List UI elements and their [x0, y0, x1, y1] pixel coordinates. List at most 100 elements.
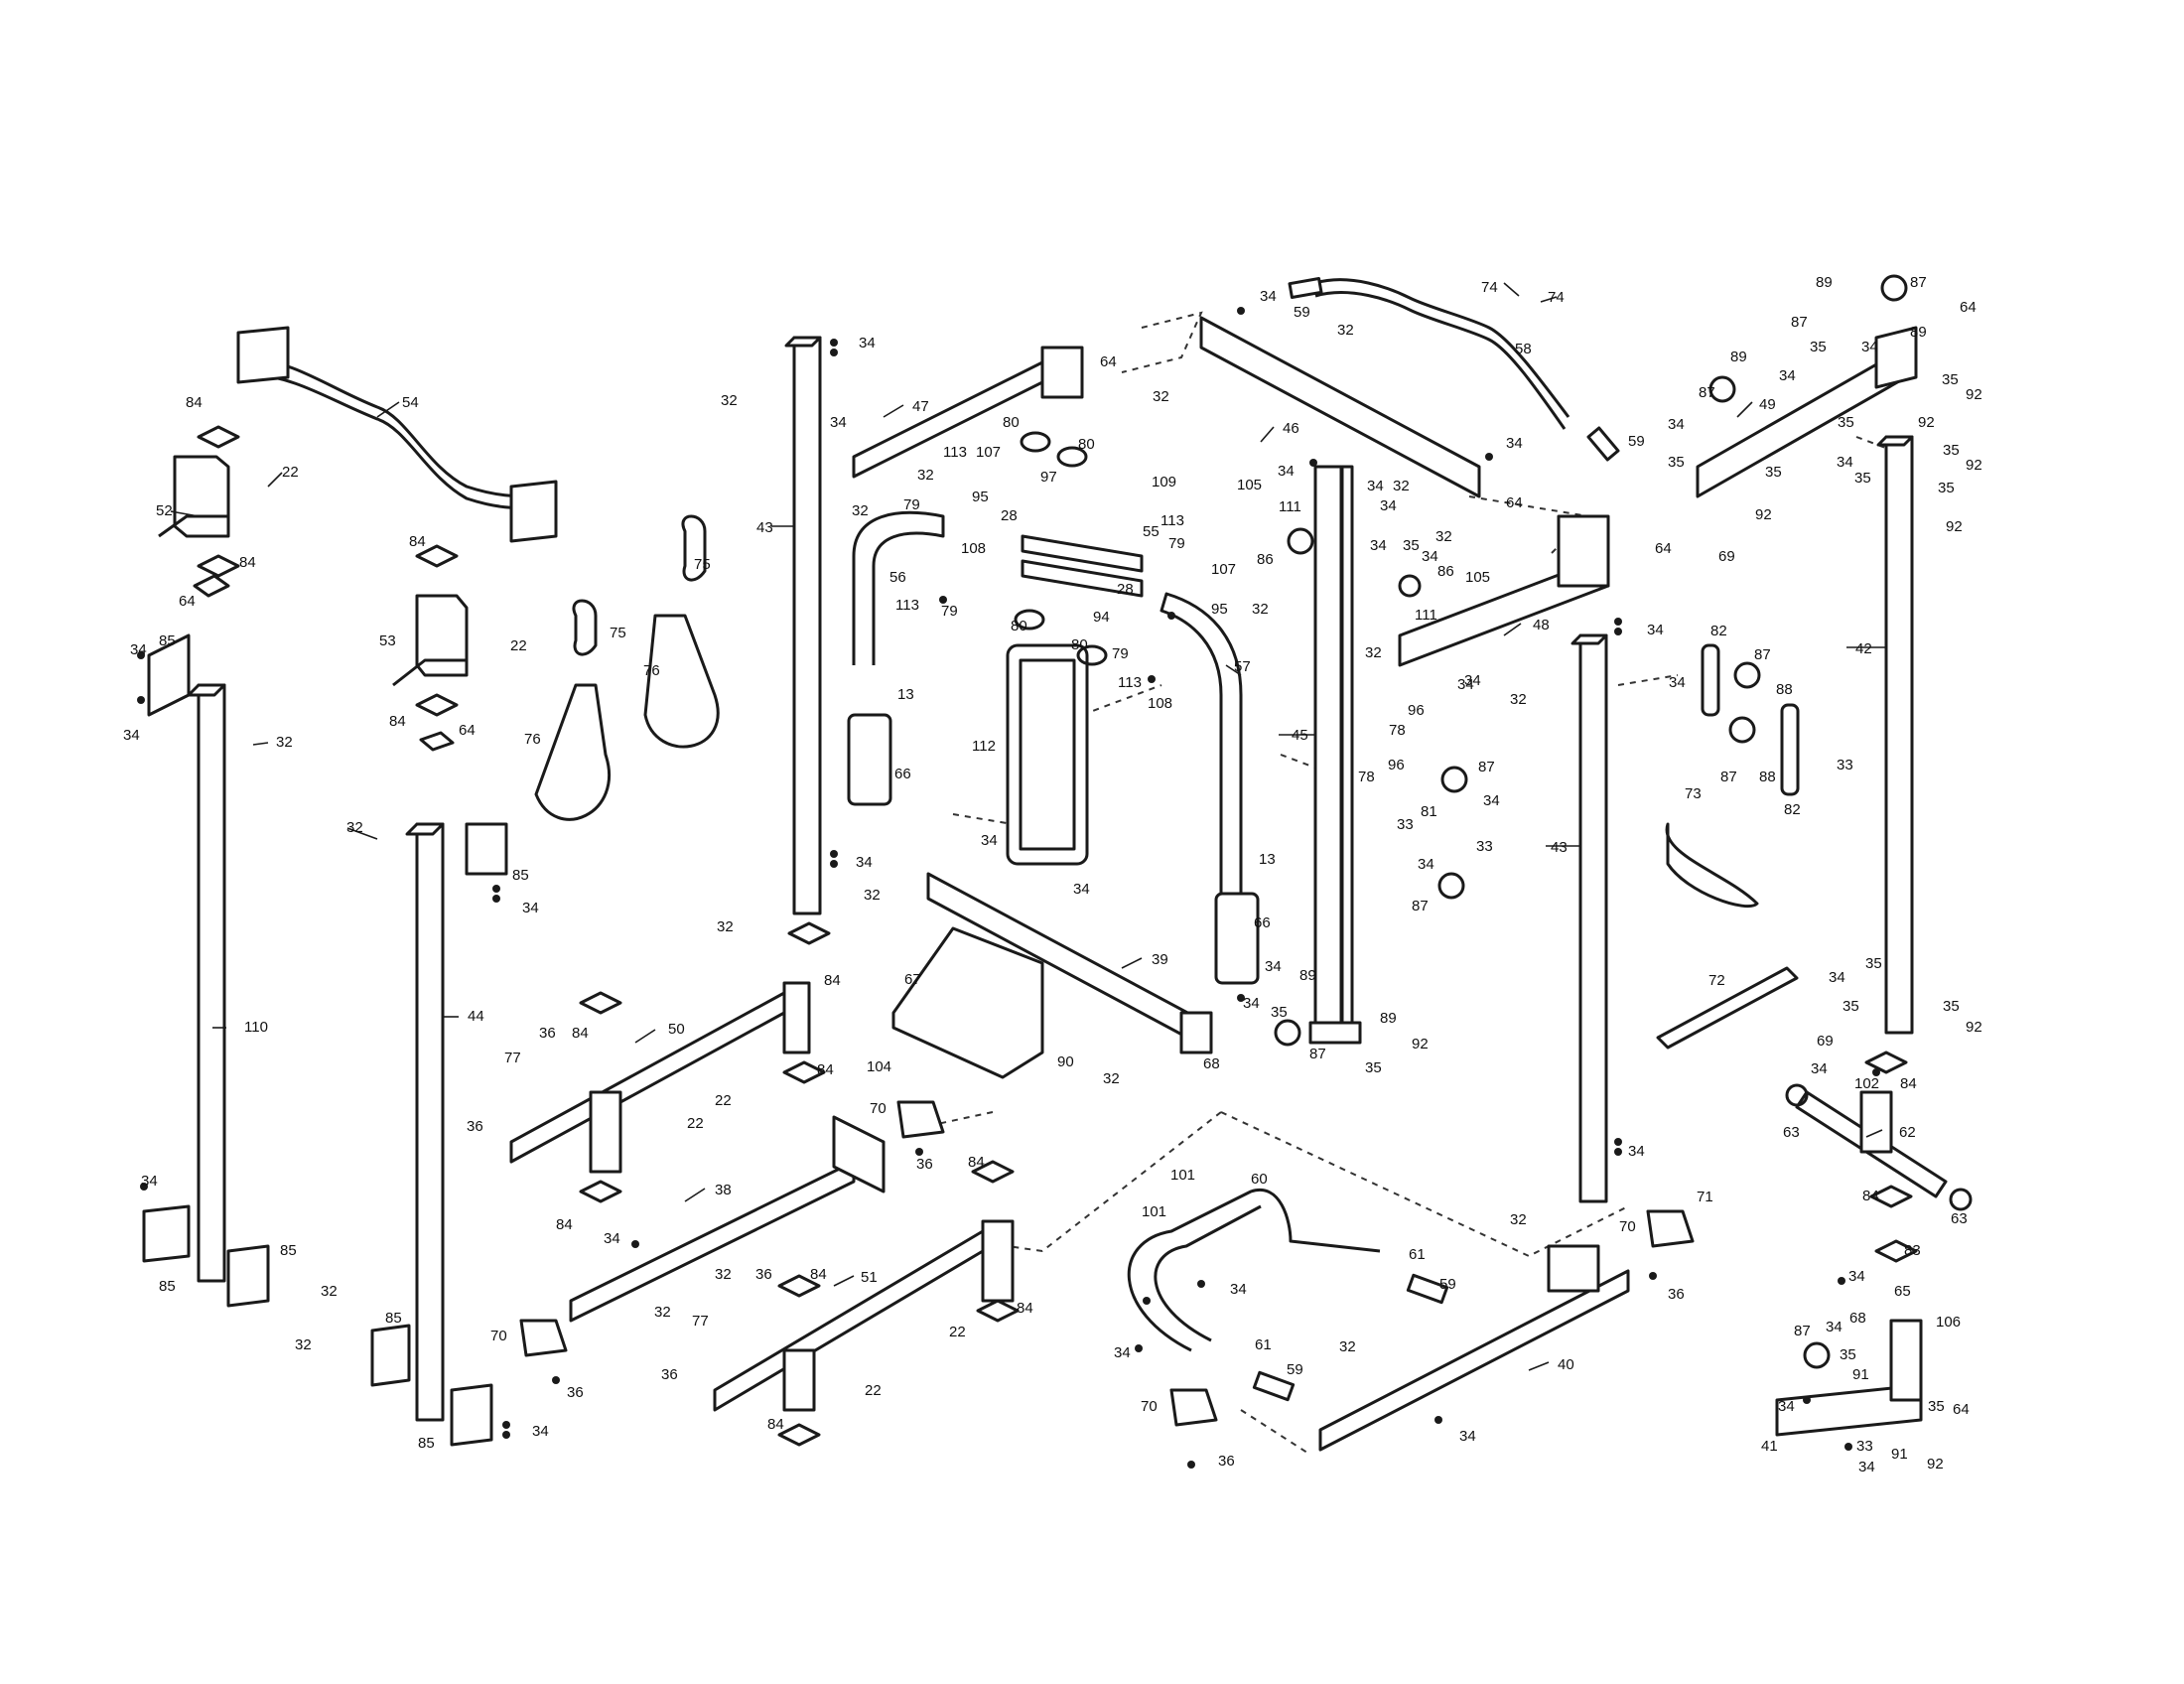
part-number-label-92: 92 [1966, 457, 1982, 474]
part-number-label-113: 113 [895, 597, 919, 614]
part-number-label-69: 69 [1718, 548, 1735, 565]
part-number-label-78: 78 [1358, 769, 1375, 785]
part-number-label-34: 34 [1464, 672, 1481, 689]
part-number-label-85: 85 [280, 1242, 297, 1259]
part-number-label-85: 85 [418, 1435, 435, 1452]
part-number-label-36: 36 [567, 1384, 584, 1401]
part-number-label-32: 32 [1510, 1211, 1527, 1228]
part-number-label-34: 34 [1367, 478, 1384, 494]
part-number-label-34: 34 [1861, 339, 1878, 355]
part-number-label-87: 87 [1910, 274, 1927, 291]
part-number-label-84: 84 [409, 533, 426, 550]
part-number-label-70: 70 [490, 1328, 507, 1344]
part-number-label-94: 94 [1093, 609, 1110, 626]
part-number-label-32: 32 [1435, 528, 1452, 545]
part-number-label-34: 34 [1829, 969, 1845, 986]
part-number-label-67: 67 [904, 971, 921, 988]
part-number-label-56: 56 [889, 569, 906, 586]
part-number-label-77: 77 [692, 1313, 709, 1330]
part-number-label-43: 43 [1551, 839, 1568, 856]
upright-43-left [784, 336, 822, 915]
part-number-label-84: 84 [556, 1216, 573, 1233]
part-number-label-64: 64 [459, 722, 476, 739]
part-number-label-89: 89 [1380, 1010, 1397, 1027]
part-number-label-34: 34 [1114, 1344, 1131, 1361]
part-number-label-63: 63 [1951, 1210, 1968, 1227]
part-number-label-84: 84 [810, 1266, 827, 1283]
part-number-label-83: 83 [1904, 1242, 1921, 1259]
part-number-label-63: 63 [1783, 1124, 1800, 1141]
part-number-label-111: 111 [1415, 607, 1437, 624]
part-number-label-89: 89 [1730, 349, 1747, 365]
part-number-label-35: 35 [1854, 470, 1871, 487]
part-number-label-35: 35 [1810, 339, 1827, 355]
part-number-label-84: 84 [572, 1025, 589, 1042]
part-number-label-35: 35 [1843, 998, 1859, 1015]
part-number-label-34: 34 [1779, 367, 1796, 384]
part-number-label-64: 64 [1960, 299, 1977, 316]
part-number-label-109: 109 [1152, 474, 1177, 491]
part-number-label-34: 34 [123, 727, 140, 744]
part-number-label-82: 82 [1710, 623, 1727, 639]
part-number-label-87: 87 [1720, 769, 1737, 785]
part-number-label-34: 34 [1826, 1319, 1843, 1335]
part-number-label-34: 34 [604, 1230, 620, 1247]
part-number-label-35: 35 [1865, 955, 1882, 972]
upright-45 [1308, 465, 1362, 1045]
part-number-label-61: 61 [1255, 1336, 1272, 1353]
part-number-label-22: 22 [715, 1092, 732, 1109]
part-number-label-34: 34 [1483, 792, 1500, 809]
part-number-label-60: 60 [1251, 1171, 1268, 1188]
part-number-label-87: 87 [1754, 646, 1771, 663]
top-frame [852, 316, 1918, 667]
part-number-label-84: 84 [968, 1154, 985, 1171]
part-number-label-22: 22 [282, 464, 299, 481]
part-number-label-45: 45 [1292, 727, 1308, 744]
part-number-label-79: 79 [1112, 645, 1129, 662]
part-number-label-59: 59 [1439, 1276, 1456, 1293]
part-number-label-107: 107 [1211, 561, 1237, 578]
part-number-label-34: 34 [1669, 674, 1686, 691]
part-number-label-64: 64 [1953, 1401, 1970, 1418]
part-number-label-79: 79 [1168, 535, 1185, 552]
part-number-label-68: 68 [1849, 1310, 1866, 1327]
part-number-label-33: 33 [1476, 838, 1493, 855]
part-number-label-32: 32 [1337, 322, 1354, 339]
part-number-label-86: 86 [1257, 551, 1274, 568]
part-number-label-110: 110 [244, 1019, 268, 1036]
part-number-label-34: 34 [1418, 856, 1434, 873]
part-number-label-64: 64 [1655, 540, 1672, 557]
part-number-label-78: 78 [1389, 722, 1406, 739]
part-number-label-89: 89 [1816, 274, 1833, 291]
part-number-label-87: 87 [1478, 759, 1495, 775]
part-number-label-35: 35 [1668, 454, 1685, 471]
part-number-label-35: 35 [1765, 464, 1782, 481]
part-number-label-102: 102 [1854, 1075, 1880, 1092]
part-number-label-34: 34 [1278, 463, 1295, 480]
part-number-label-34: 34 [830, 414, 847, 431]
part-number-label-22: 22 [510, 637, 527, 654]
part-number-label-32: 32 [1365, 644, 1382, 661]
part-number-label-101: 101 [1170, 1167, 1196, 1184]
seat-pad-112 [1006, 643, 1089, 866]
part-number-label-54: 54 [402, 394, 419, 411]
part-number-label-105: 105 [1237, 477, 1263, 493]
part-number-label-75: 75 [610, 625, 626, 641]
part-number-label-92: 92 [1918, 414, 1935, 431]
part-number-label-85: 85 [159, 632, 176, 649]
part-number-label-97: 97 [1040, 469, 1057, 486]
part-number-label-34: 34 [1422, 548, 1438, 565]
part-number-label-32: 32 [1103, 1070, 1120, 1087]
part-number-label-33: 33 [1837, 757, 1853, 773]
part-number-label-32: 32 [654, 1304, 671, 1321]
upright-110 [142, 425, 270, 1308]
ab-straps [534, 514, 720, 821]
part-number-label-34: 34 [1243, 995, 1260, 1012]
part-number-label-66: 66 [1254, 914, 1271, 931]
part-number-label-85: 85 [385, 1310, 402, 1327]
part-number-label-89: 89 [1910, 324, 1927, 341]
part-number-label-32: 32 [295, 1336, 312, 1353]
part-number-label-106: 106 [1936, 1314, 1962, 1331]
part-number-label-44: 44 [468, 1008, 484, 1025]
part-number-label-74: 74 [1481, 279, 1498, 296]
